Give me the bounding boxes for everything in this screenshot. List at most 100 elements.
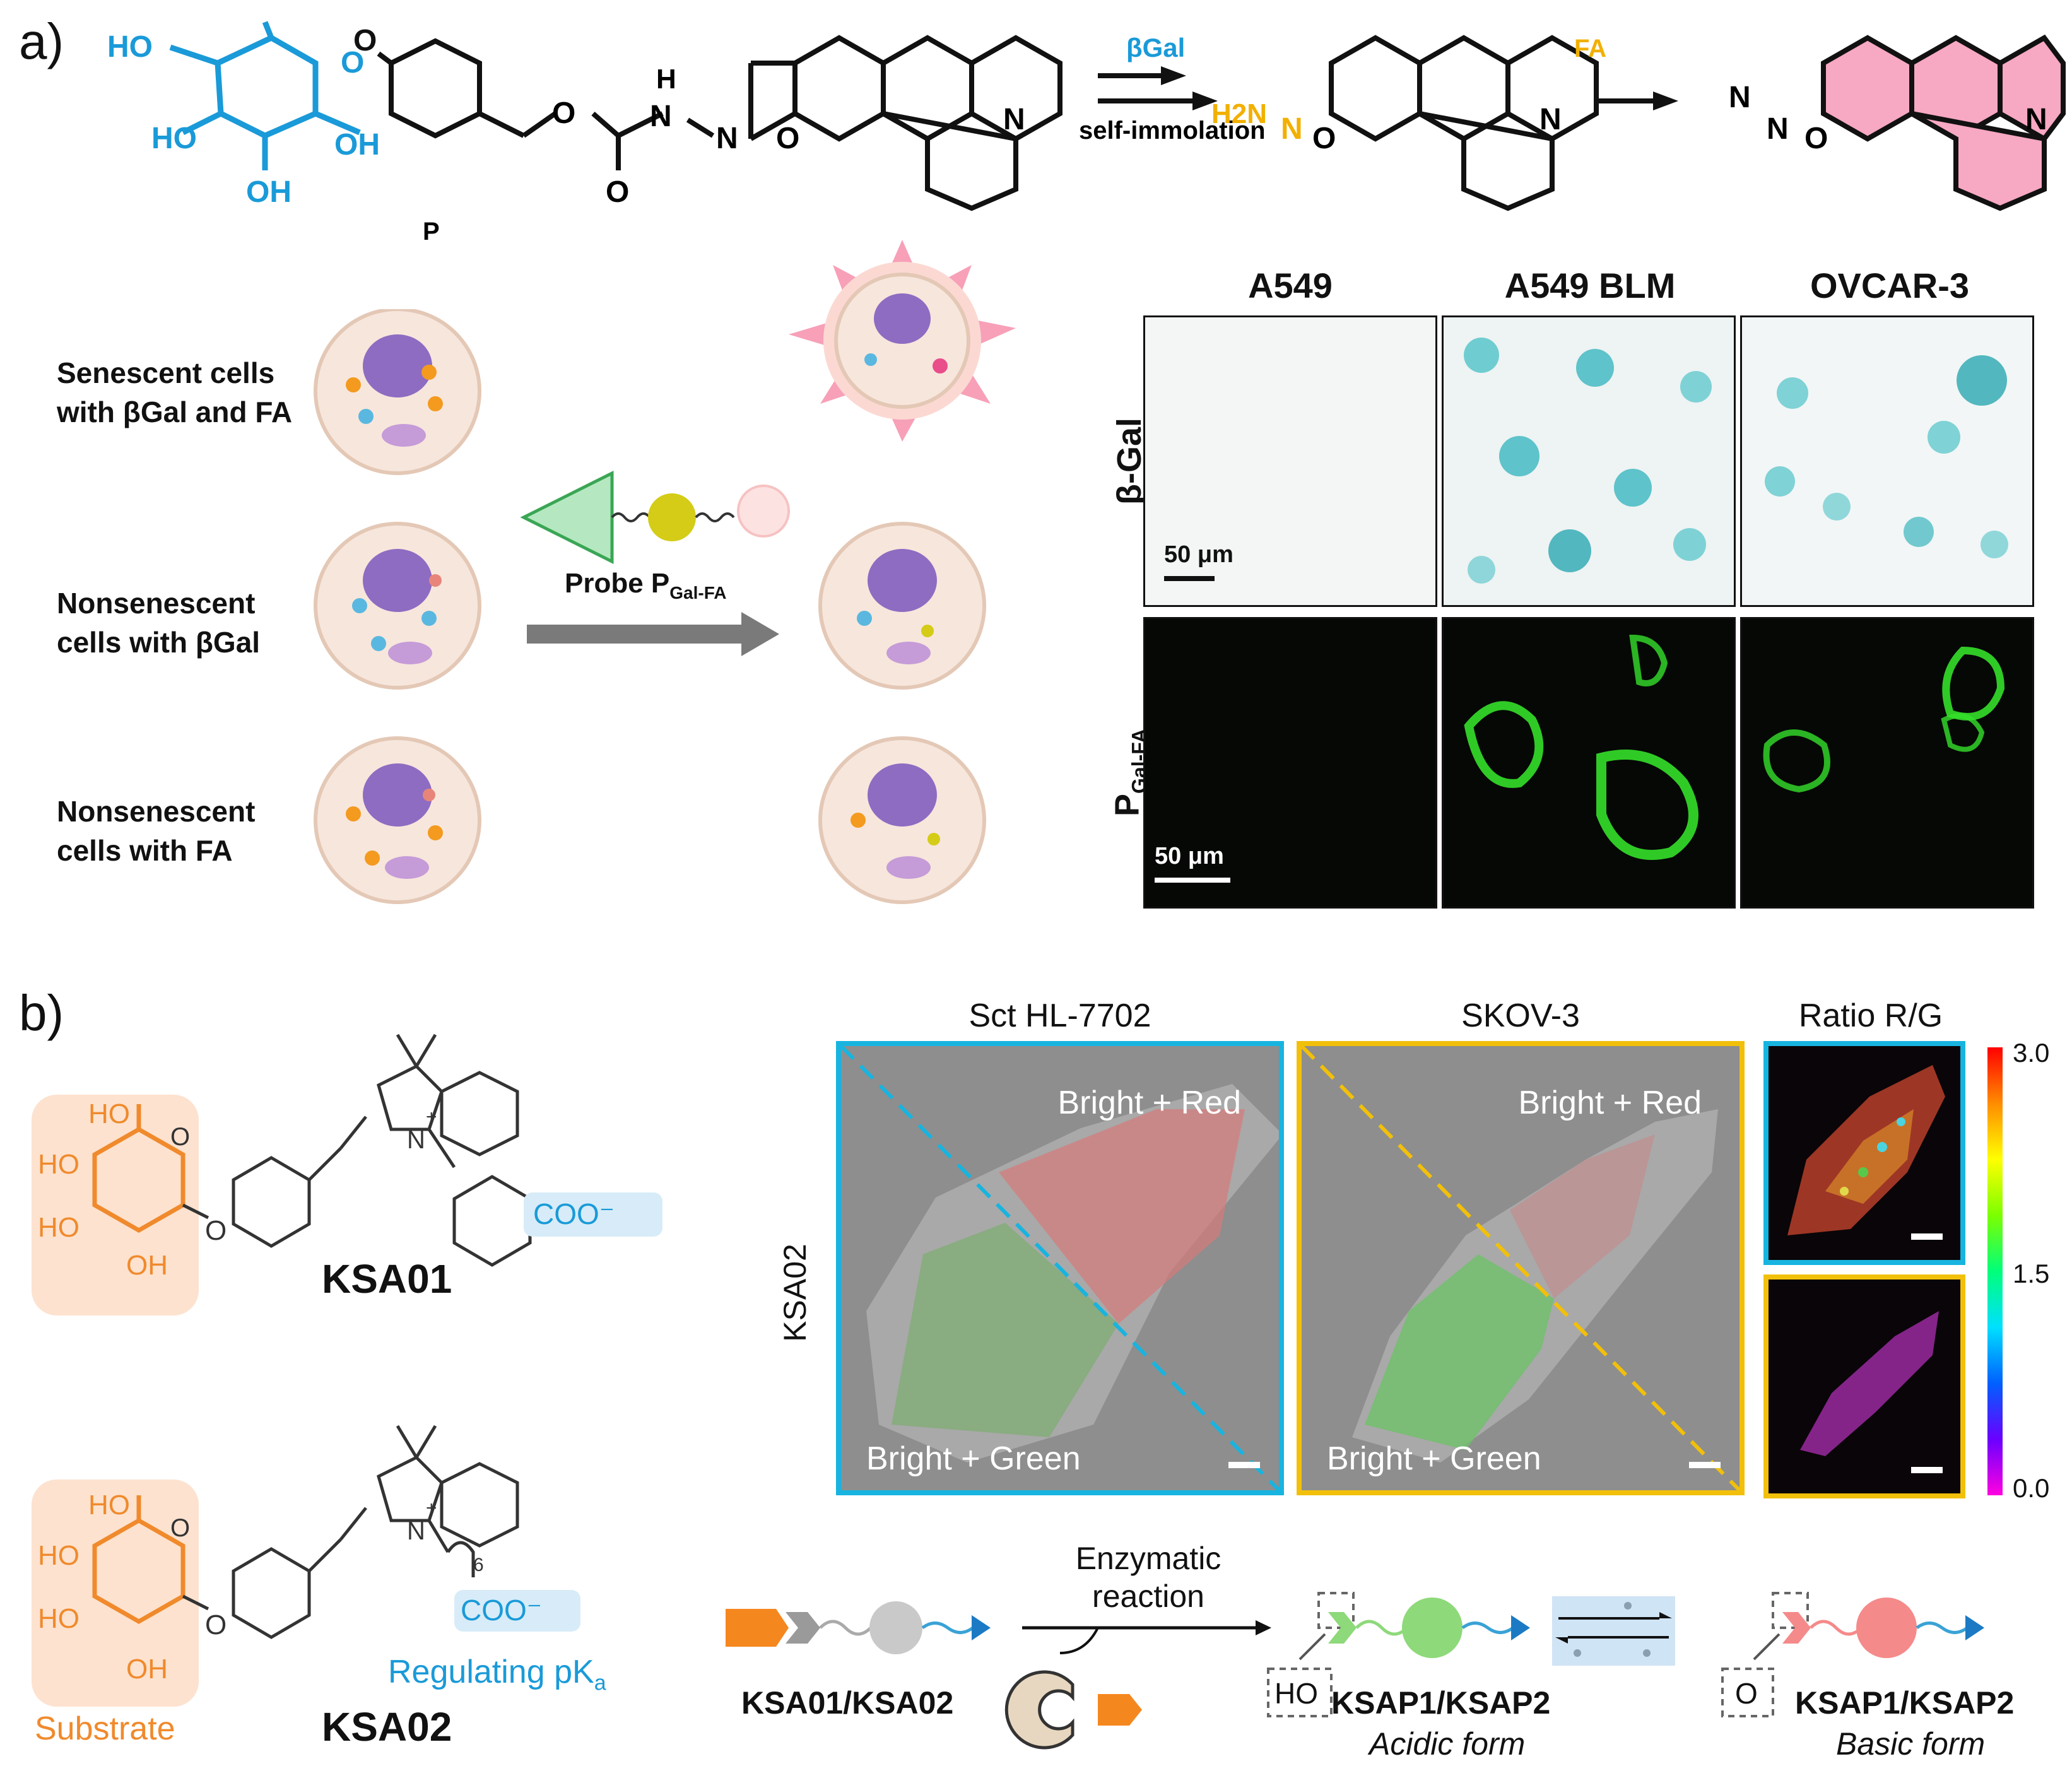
ratio-colorbar [1987, 1047, 2003, 1495]
ksa01-ho-2: HO [38, 1149, 79, 1180]
atom-oh-1: OH [334, 128, 380, 162]
bgal-a549-image: 50 μm [1143, 315, 1437, 607]
scalebar-label-2: 50 μm [1155, 843, 1224, 869]
caption-nonsenescent-bgal: Nonsenescent cells with βGal [57, 587, 261, 659]
ksa01-o-ring: O [170, 1123, 190, 1151]
scalebar-label-1: 50 μm [1164, 541, 1233, 568]
skov3-scalebar [1689, 1462, 1721, 1468]
atom-ho-1: HO [107, 30, 153, 64]
atom-n-prod-2: N [1767, 112, 1789, 146]
scalebar-1 [1164, 576, 1215, 581]
ksa01-plus: + [426, 1107, 437, 1127]
acid-form-label: Acidic form [1369, 1726, 1526, 1762]
ratio-scalebar-2 [1911, 1467, 1943, 1473]
cells-before-probe [314, 309, 481, 904]
base-group: O [1735, 1677, 1758, 1710]
caption-senescent: Senescent cells with βGal and FA [57, 356, 293, 428]
atom-n-prod-3: N [2025, 103, 2047, 136]
reaction-scheme: HO O HO OH OH O O O N H N O N P βGal sel… [107, 21, 2066, 240]
atom-h: H [656, 64, 676, 95]
atom-o-inter: O [1312, 122, 1336, 155]
ksa02-name: KSA02 [322, 1704, 452, 1750]
title-sct-hl7702: Sct HL-7702 [968, 997, 1151, 1034]
probe-ovcar3-image [1740, 617, 2034, 909]
product-structure [1821, 34, 2066, 211]
atom-o-ring: O [341, 46, 364, 79]
probe-label-fragment: P [423, 218, 440, 240]
ratio-image-skov3 [1763, 1274, 1965, 1498]
ksa02-o-ring: O [170, 1514, 190, 1542]
cell-nonsenescent-bgal-after [818, 522, 986, 690]
sct-scalebar [1228, 1462, 1260, 1468]
atom-o-carbonyl: O [606, 175, 629, 209]
atom-oh-2: OH [246, 175, 291, 209]
start-compound-label: KSA01/KSA02 [741, 1685, 954, 1721]
base-form-label: Basic form [1836, 1726, 1986, 1762]
skov3-bottom-label: Bright + Green [1327, 1440, 1541, 1477]
colorbar-tick-min: 0.0 [2013, 1473, 2050, 1503]
ksa02-structure: HO HO HO OH O O N + 6 COO⁻ [38, 1425, 580, 1685]
caption-nonsenescent-fa: Nonsenescent cells with FA [57, 795, 256, 867]
cell-nonsenescent-fa-after [818, 736, 986, 904]
probe-label: Probe PGal-FA [565, 568, 727, 603]
probe-arrow [527, 612, 779, 656]
atom-n-1: N [650, 100, 672, 133]
bgal-a549-blm-image [1442, 315, 1736, 607]
ratio-scalebar-1 [1911, 1233, 1943, 1240]
base-product-label: KSAP1/KSAP2 [1795, 1685, 2015, 1721]
enzymatic-reaction-label: Enzymatic reaction [1075, 1541, 1221, 1614]
acid-group: HO [1274, 1677, 1318, 1710]
colorbar-tick-mid: 1.5 [2013, 1259, 2050, 1288]
substrate-label: Substrate [35, 1710, 175, 1747]
cells-after-probe [789, 240, 1016, 904]
substrate-box-1 [32, 1095, 199, 1315]
scalebar-2 [1155, 878, 1230, 883]
ksa02-note: Regulating pKa [388, 1654, 606, 1695]
col-head-a549-blm: A549 BLM [1504, 266, 1676, 305]
mechanism-scheme: HO O [726, 1592, 1984, 1750]
atom-n-hydrazone: N [1281, 112, 1303, 146]
col-head-a549: A549 [1248, 266, 1333, 305]
probe-a549-blm-image [1442, 617, 1736, 909]
cell-senescent-glowing [789, 240, 1016, 442]
self-immolation-label: self-immolation [1079, 117, 1266, 144]
ksa02-row-label: KSA02 [777, 1244, 813, 1342]
atom-o-prod: O [1804, 122, 1828, 155]
ratio-image-hl7702 [1763, 1041, 1965, 1265]
ksa01-oh: OH [126, 1250, 168, 1281]
title-ratio: Ratio R/G [1798, 997, 1943, 1034]
ksa01-coo: COO⁻ [533, 1197, 615, 1230]
cell-nonsenescent-bgal-before [314, 522, 481, 690]
ksa02-oh: OH [126, 1654, 168, 1685]
ksa02-coo: COO⁻ [461, 1594, 542, 1627]
fa-label: FA [1574, 35, 1606, 62]
colorbar-tick-max: 3.0 [2013, 1038, 2050, 1068]
atom-n-2: N [716, 122, 738, 155]
title-skov3: SKOV-3 [1461, 997, 1580, 1034]
acid-product-label: KSAP1/KSAP2 [1331, 1685, 1551, 1721]
ksa02-ho-3: HO [38, 1603, 79, 1634]
probe-a549-image: 50 μm [1143, 617, 1437, 909]
atom-n-prod-1: N [1729, 81, 1751, 114]
panel-b-label: b) [19, 985, 64, 1041]
ksa01-name: KSA01 [322, 1256, 452, 1302]
bgal-ovcar3-image [1740, 315, 2034, 607]
sct-top-label: Bright + Red [1057, 1085, 1242, 1121]
atom-o-linker: O [353, 24, 377, 57]
ksa02-plus: + [426, 1498, 437, 1519]
ksa01-structure: HO HO HO OH O O N + COO⁻ [38, 1033, 662, 1281]
col-head-ovcar3: OVCAR-3 [1810, 266, 1970, 305]
ksa02-o-link: O [205, 1609, 227, 1640]
enzyme-label: βGal [1126, 33, 1185, 62]
sct-bottom-label: Bright + Green [866, 1440, 1081, 1477]
ksa01-ho-3: HO [38, 1212, 79, 1243]
ksa01-o-link: O [205, 1215, 227, 1246]
ksa01-ho-1: HO [88, 1098, 130, 1129]
panel-a-label: a) [19, 13, 64, 69]
probe-icon [520, 470, 790, 565]
image-sct-hl7702: Bright + Red Bright + Green [836, 1041, 1284, 1495]
atom-h2n: H2N [1211, 98, 1267, 129]
cell-senescent-before [314, 309, 481, 475]
ksa02-ho-1: HO [88, 1490, 130, 1521]
ksa02-ho-2: HO [38, 1540, 79, 1571]
